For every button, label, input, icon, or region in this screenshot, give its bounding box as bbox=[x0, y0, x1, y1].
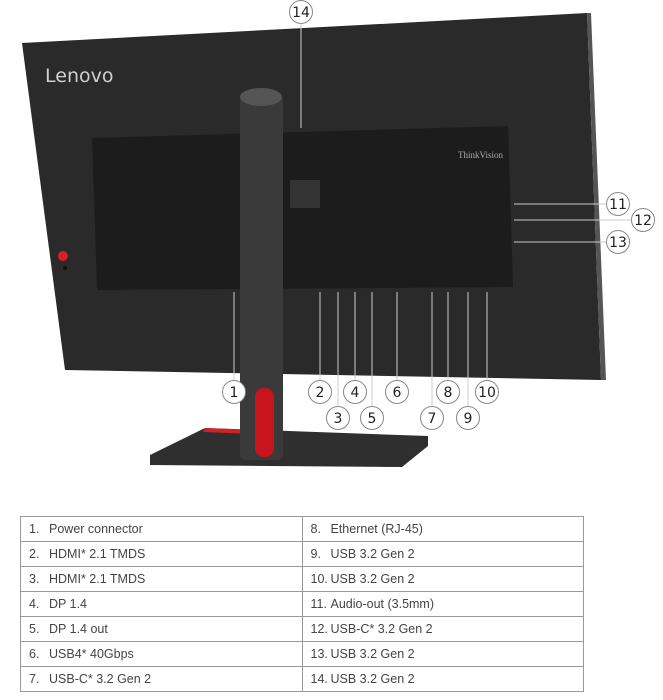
power-button[interactable] bbox=[58, 251, 68, 261]
port-number: 4. bbox=[29, 597, 40, 611]
callout-9: 9 bbox=[456, 406, 480, 430]
port-cell: 13.USB 3.2 Gen 2 bbox=[301, 641, 584, 667]
callout-12: 12 bbox=[631, 208, 655, 232]
table-row: 4. DP 1.4 11.Audio-out (3.5mm) bbox=[20, 591, 584, 617]
callout-number: 12 bbox=[634, 213, 652, 229]
port-number: 11. bbox=[310, 597, 327, 611]
table-row: 5. DP 1.4 out 12.USB-C* 3.2 Gen 2 bbox=[20, 616, 584, 642]
callout-5: 5 bbox=[360, 406, 384, 430]
callout-number: 3 bbox=[334, 411, 343, 427]
stand-pole bbox=[240, 95, 283, 460]
port-number: 6. bbox=[29, 647, 40, 661]
port-cell: 5. DP 1.4 out bbox=[20, 616, 303, 642]
port-cell: 4. DP 1.4 bbox=[20, 591, 303, 617]
port-label: Audio-out (3.5mm) bbox=[330, 597, 435, 611]
port-number: 9. bbox=[310, 547, 321, 561]
callout-3: 3 bbox=[326, 406, 350, 430]
port-label: DP 1.4 out bbox=[49, 622, 108, 636]
port-cell: 6. USB4* 40Gbps bbox=[20, 641, 303, 667]
stand-base bbox=[150, 428, 428, 467]
port-number: 14. bbox=[310, 672, 328, 686]
callout-number: 5 bbox=[368, 411, 377, 427]
callout-8: 8 bbox=[436, 380, 460, 404]
port-label: HDMI* 2.1 TMDS bbox=[49, 547, 146, 561]
port-cell: 10.USB 3.2 Gen 2 bbox=[301, 566, 584, 592]
port-cell: 14.USB 3.2 Gen 2 bbox=[301, 666, 584, 692]
callout-number: 9 bbox=[464, 411, 473, 427]
table-row: 1. Power connector 8. Ethernet (RJ-45) bbox=[20, 516, 584, 542]
port-number: 10. bbox=[310, 572, 328, 586]
cable-slot bbox=[255, 388, 274, 457]
port-label: USB4* 40Gbps bbox=[49, 647, 134, 661]
table-row: 7. USB-C* 3.2 Gen 2 14.USB 3.2 Gen 2 bbox=[20, 666, 584, 692]
port-label: Power connector bbox=[49, 522, 143, 536]
port-cell: 8. Ethernet (RJ-45) bbox=[301, 516, 584, 542]
port-number: 13. bbox=[310, 647, 328, 661]
port-number: 12. bbox=[310, 622, 328, 636]
thinkvision-logo: ThinkVision bbox=[458, 150, 503, 160]
table-row: 3. HDMI* 2.1 TMDS 10.USB 3.2 Gen 2 bbox=[20, 566, 584, 592]
callout-number: 1 bbox=[230, 385, 239, 401]
port-cell: 7. USB-C* 3.2 Gen 2 bbox=[20, 666, 303, 692]
port-label: Ethernet (RJ-45) bbox=[330, 522, 423, 536]
callout-number: 8 bbox=[444, 385, 453, 401]
port-number: 8. bbox=[310, 522, 321, 536]
port-table: 1. Power connector 8. Ethernet (RJ-45) 2. HDM… bbox=[20, 516, 584, 692]
port-cell: 12.USB-C* 3.2 Gen 2 bbox=[301, 616, 584, 642]
callout-number: 7 bbox=[428, 411, 437, 427]
callout-number: 10 bbox=[478, 385, 496, 401]
port-label: USB 3.2 Gen 2 bbox=[330, 672, 415, 686]
port-number: 1. bbox=[29, 522, 40, 536]
callout-number: 13 bbox=[609, 235, 627, 251]
callout-6: 6 bbox=[385, 380, 409, 404]
port-number: 5. bbox=[29, 622, 40, 636]
port-cell: 3. HDMI* 2.1 TMDS bbox=[20, 566, 303, 592]
port-cell: 11.Audio-out (3.5mm) bbox=[301, 591, 584, 617]
callout-14: 14 bbox=[289, 0, 313, 24]
callout-4: 4 bbox=[343, 380, 367, 404]
port-label: USB 3.2 Gen 2 bbox=[330, 572, 415, 586]
callout-2: 2 bbox=[308, 380, 332, 404]
callout-number: 14 bbox=[292, 5, 310, 21]
table-row: 6. USB4* 40Gbps 13.USB 3.2 Gen 2 bbox=[20, 641, 584, 667]
port-cell: 9. USB 3.2 Gen 2 bbox=[301, 541, 584, 567]
callout-number: 6 bbox=[393, 385, 402, 401]
port-label: DP 1.4 bbox=[49, 597, 87, 611]
port-label: USB-C* 3.2 Gen 2 bbox=[330, 622, 433, 636]
port-number: 7. bbox=[29, 672, 40, 686]
port-label: USB 3.2 Gen 2 bbox=[330, 547, 415, 561]
port-cell: 2. HDMI* 2.1 TMDS bbox=[20, 541, 303, 567]
port-label: HDMI* 2.1 TMDS bbox=[49, 572, 146, 586]
port-cell: 1. Power connector bbox=[20, 516, 303, 542]
table-row: 2. HDMI* 2.1 TMDS 9. USB 3.2 Gen 2 bbox=[20, 541, 584, 567]
lenovo-logo: Lenovo bbox=[45, 65, 113, 87]
port-label: USB 3.2 Gen 2 bbox=[330, 647, 415, 661]
port-label: USB-C* 3.2 Gen 2 bbox=[49, 672, 152, 686]
port-number: 3. bbox=[29, 572, 40, 586]
callout-13: 13 bbox=[606, 230, 630, 254]
callout-number: 4 bbox=[351, 385, 360, 401]
callout-1: 1 bbox=[222, 380, 246, 404]
callout-number: 2 bbox=[316, 385, 325, 401]
callout-11: 11 bbox=[606, 192, 630, 216]
callout-7: 7 bbox=[420, 406, 444, 430]
callout-number: 11 bbox=[609, 197, 627, 213]
port-number: 2. bbox=[29, 547, 40, 561]
callout-10: 10 bbox=[475, 380, 499, 404]
